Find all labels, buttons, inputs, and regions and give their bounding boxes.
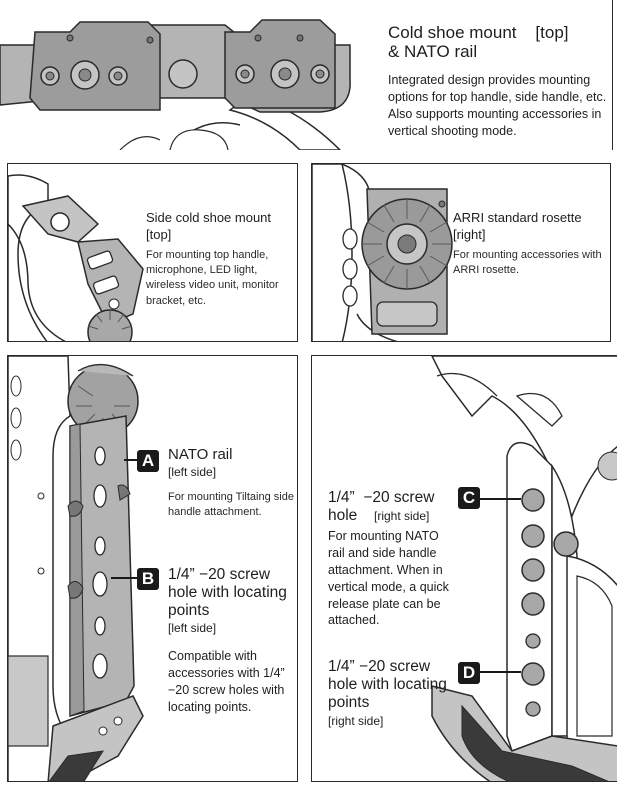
side-cold-shoe-title: Side cold shoe mount (146, 210, 272, 225)
callout-badge-a: A (137, 450, 159, 472)
nato-rail-left-panel: A NATO rail [left side] For mounting Til… (7, 355, 298, 782)
side-cold-shoe-desc: For mounting top handle, microphone, LED… (146, 249, 279, 307)
left-screw-hole-sub: [left side] (168, 621, 217, 635)
side-cold-shoe-illustration (8, 174, 144, 341)
arri-rosette-panel: ARRI standard rosette [right] For mounti… (311, 163, 611, 342)
top-description: Integrated design provides mounting opti… (388, 73, 607, 138)
callout-badge-c: C (458, 487, 480, 509)
right-side-cage-illustration (431, 356, 617, 781)
right-locating-hole-sub: [right side] (328, 714, 384, 728)
top-section: Cold shoe mount [top] & NATO rail Integr… (0, 0, 617, 150)
top-right-divider (612, 0, 613, 150)
right-screw-hole-title-2: hole (328, 507, 358, 524)
left-screw-hole-desc: Compatible with accessories with 1/4” −2… (168, 649, 285, 714)
nato-rail-title: NATO rail (168, 446, 233, 463)
side-cold-shoe-panel: Side cold shoe mount [top] For mounting … (7, 163, 298, 342)
top-title-line2: & NATO rail (388, 42, 478, 61)
nato-rail-desc: For mounting Tiltaing side handle attach… (168, 491, 294, 519)
right-locating-hole-title: 1/4” −20 screw hole with locating points (328, 658, 447, 711)
arri-rosette-desc: For mounting accessories with ARRI roset… (453, 249, 602, 277)
side-cold-shoe-sub: [top] (146, 227, 172, 242)
right-screw-hole-desc: For mounting NATO rail and side handle a… (328, 529, 449, 628)
right-screw-hole-sub: [right side] (374, 509, 430, 523)
arri-rosette-illustration (312, 164, 453, 341)
nato-rail-sub: [left side] (168, 465, 217, 479)
left-side-cage-illustration (8, 356, 144, 781)
callout-badge-d: D (458, 662, 480, 684)
callout-badge-b: B (137, 568, 159, 590)
right-screw-hole-title-1: 1/4” −20 screw (328, 489, 435, 506)
arri-rosette-title: ARRI standard rosette (453, 210, 582, 225)
arri-rosette-sub: [right] (453, 227, 486, 242)
left-screw-hole-title: 1/4” −20 screw hole with locating points (168, 566, 287, 619)
screw-hole-right-panel: C 1/4” −20 screw hole [right side] For m… (311, 355, 617, 782)
cold-shoe-nato-rail-illustration (0, 19, 351, 150)
top-title-line1: Cold shoe mount [top] (388, 23, 569, 42)
